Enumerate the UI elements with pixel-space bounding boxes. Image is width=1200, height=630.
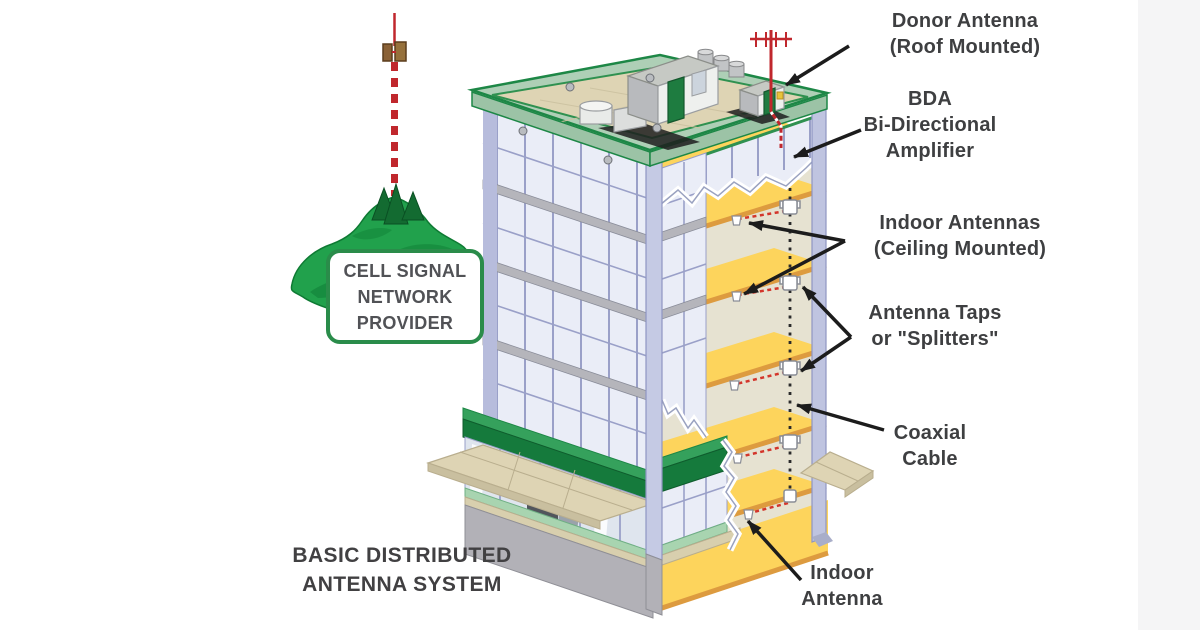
leader-indoor-antennas-1 — [748, 220, 846, 243]
tower-antenna-head — [382, 41, 407, 62]
callout-antenna-taps: Antenna Taps or "Splitters" — [868, 302, 1002, 350]
right-plaza-canopy — [799, 451, 875, 498]
background-strip — [1138, 0, 1200, 630]
end-splitter-icon — [783, 489, 797, 503]
callout-donor-antenna: Donor Antenna (Roof Mounted) — [889, 10, 1041, 58]
splitter-icon — [779, 275, 801, 291]
green-door — [667, 76, 685, 124]
trees — [371, 182, 425, 225]
callout-indoor-antennas: Indoor Antennas (Ceiling Mounted) — [873, 212, 1047, 260]
splitter-icon — [779, 360, 801, 376]
diagram-title: BASIC DISTRIBUTED ANTENNA SYSTEM — [292, 544, 512, 596]
roof-tank — [579, 100, 647, 133]
indoor-antenna-icon — [732, 453, 743, 464]
left-edge-column — [483, 106, 497, 434]
callout-bda: BDA Bi-Directional Amplifier — [863, 88, 997, 162]
parapet-bolts — [518, 73, 662, 165]
roof — [467, 30, 832, 168]
leader-lines — [743, 44, 885, 582]
leader-indoor-antennas-2 — [743, 239, 846, 296]
building-left-face — [426, 104, 663, 619]
leader-donor-antenna — [785, 44, 850, 87]
indoor-antenna-icon — [731, 215, 742, 226]
callout-indoor-antenna: Indoor Antenna — [801, 562, 883, 610]
building-right-face — [653, 102, 875, 566]
provider-sign-box — [326, 249, 484, 344]
front-corner-column — [645, 151, 663, 561]
donor-antenna — [750, 30, 792, 148]
leader-coaxial-cable — [796, 403, 885, 432]
indoor-antenna-icon — [743, 509, 754, 520]
leader-bda — [793, 128, 862, 159]
penthouse — [626, 55, 720, 125]
provider-sign-label: CELL SIGNAL NETWORK PROVIDER — [343, 260, 467, 333]
splitter-icon — [779, 199, 801, 215]
warning-sign — [776, 91, 784, 100]
leader-antenna-taps-2 — [800, 335, 852, 373]
antenna-taps — [779, 199, 801, 503]
leader-indoor-antenna — [746, 519, 803, 582]
splitter-icon — [779, 434, 801, 450]
indoor-antenna-icon — [729, 380, 740, 391]
torn-edges — [657, 145, 829, 440]
indoor-antenna-icon — [731, 291, 742, 302]
callout-coaxial-cable: Coaxial Cable — [893, 422, 967, 470]
leader-antenna-taps-1 — [801, 285, 853, 339]
right-ground-floor — [653, 435, 743, 566]
left-canopy — [426, 444, 657, 530]
building-base — [464, 504, 654, 619]
